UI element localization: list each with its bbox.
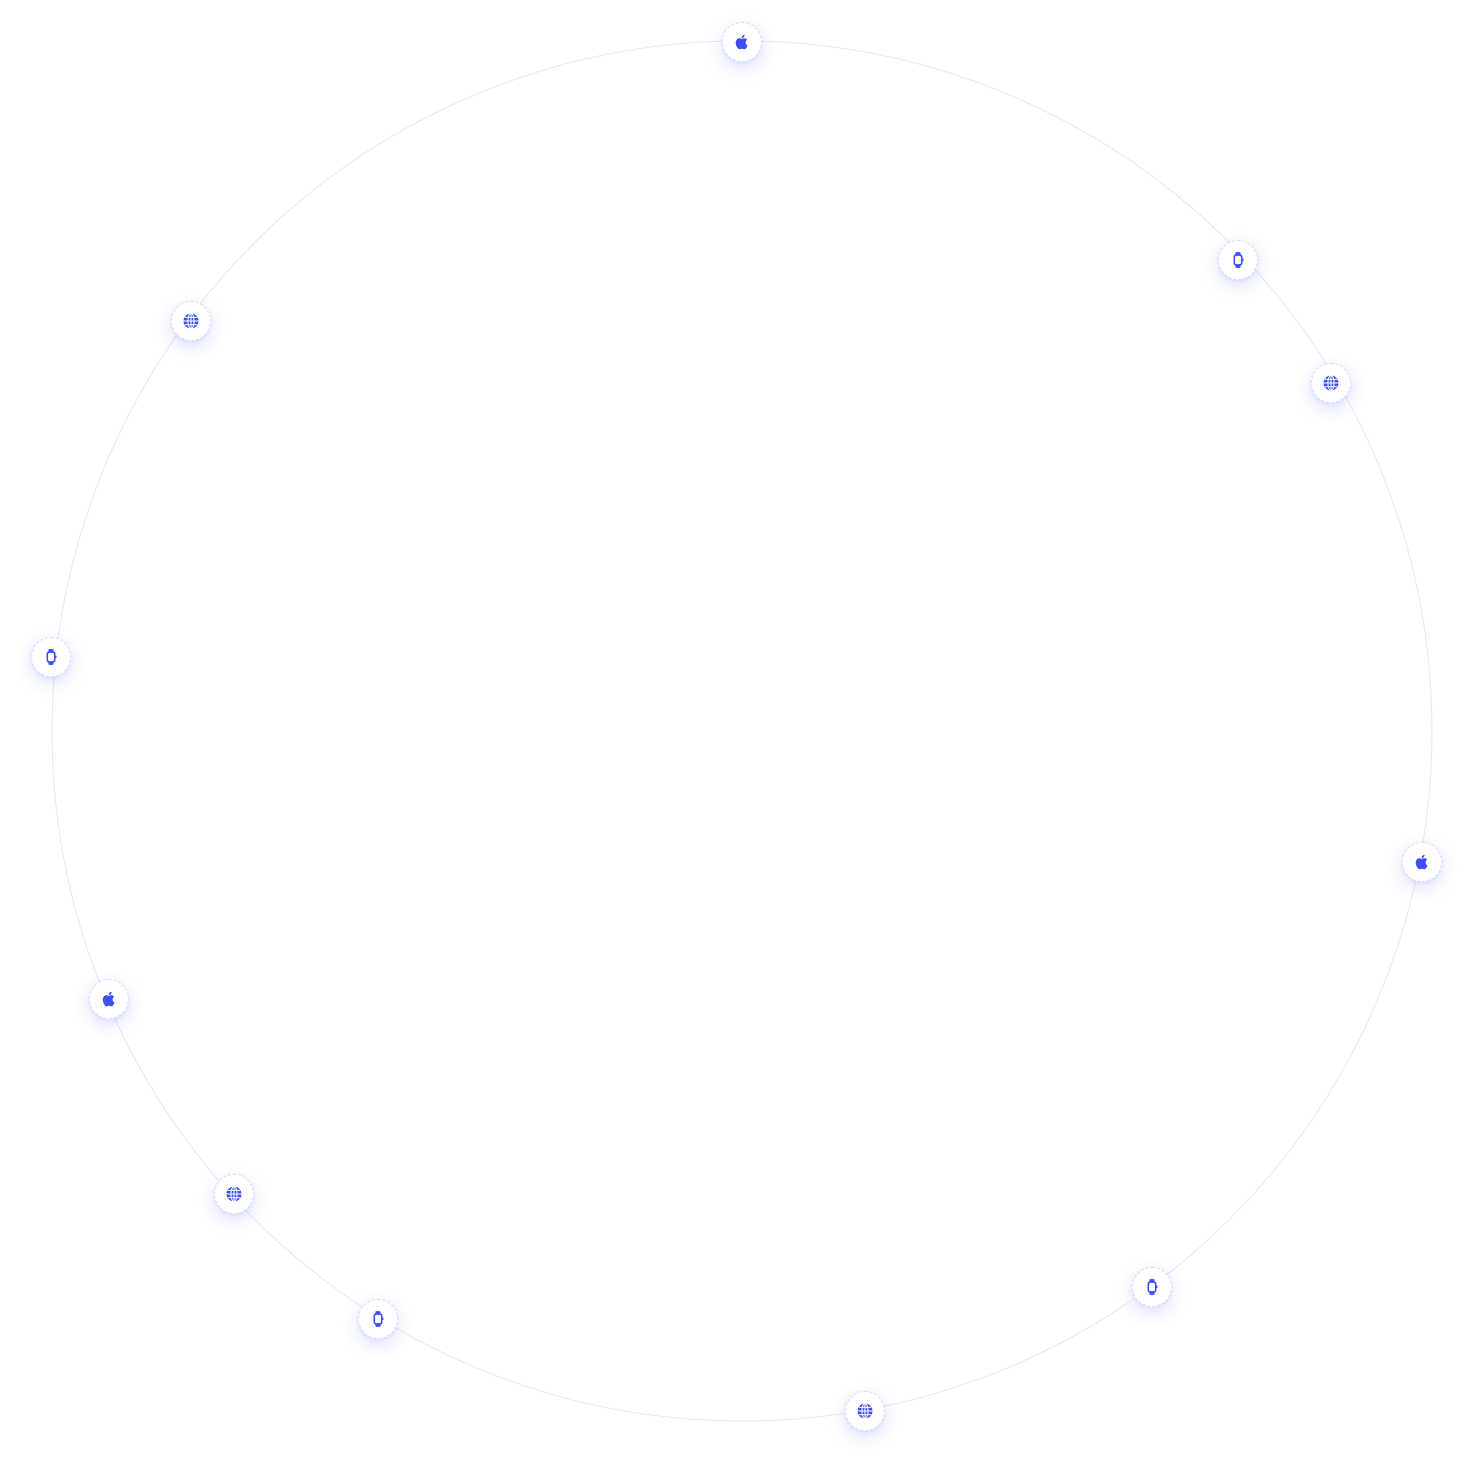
orbit-node [722,22,762,62]
globe-icon [224,1184,244,1204]
globe-icon [1321,373,1341,393]
globe-icon [855,1401,875,1421]
watch-icon [1142,1277,1162,1297]
orbit-node [214,1174,254,1214]
orbit-node [1132,1267,1172,1307]
watch-icon [41,647,61,667]
globe-icon [181,311,201,331]
orbit-node [1402,842,1442,882]
watch-icon [368,1309,388,1329]
apple-icon [732,32,752,52]
watch-icon [1228,250,1248,270]
orbit-node [845,1391,885,1431]
orbit-node [171,301,211,341]
orbit-node [1311,363,1351,403]
orbit-node [1218,240,1258,280]
apple-icon [99,989,119,1009]
apple-icon [1412,852,1432,872]
orbit-node [358,1299,398,1339]
orbit-node [89,979,129,1019]
orbit-node [31,637,71,677]
